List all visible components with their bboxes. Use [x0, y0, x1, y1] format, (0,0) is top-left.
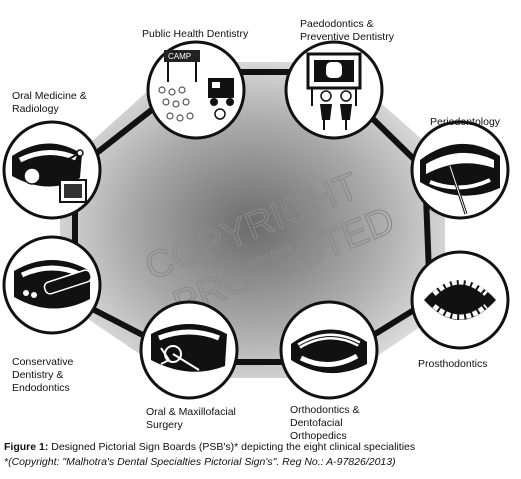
oral-surgery-icon — [139, 300, 239, 400]
octagon-background — [60, 62, 445, 378]
prosthodontics-icon — [410, 250, 510, 350]
label-oral-medicine: Oral Medicine & Radiology — [12, 90, 87, 115]
label-orthodontics: Orthodontics & Dentofacial Orthopedics — [290, 404, 360, 442]
orthodontics-icon — [279, 300, 379, 400]
oral-medicine-icon — [2, 120, 102, 220]
speciality-diagram: COPYRIGHT PROTECTED CAMP — [2, 40, 510, 400]
caption-prefix: Figure 1: — [4, 441, 49, 453]
label-prosthodontics: Prosthodontics — [418, 358, 488, 370]
label-periodontology: Periodontology — [430, 116, 501, 128]
label-public-health: Public Health Dentistry — [142, 28, 249, 40]
label-paedodontics: Paedodontics & Preventive Dentistry — [300, 18, 394, 43]
caption-line: Figure 1: Designed Pictorial Sign Boards… — [4, 440, 519, 455]
paedodontics-icon — [284, 40, 384, 140]
label-endodontics: Conservative Dentistry & Endodontics — [12, 356, 74, 394]
copyright-note: *(Copyright: "Malhotra's Dental Specialt… — [4, 456, 396, 468]
endodontics-icon — [2, 235, 102, 335]
caption-text: Designed Pictorial Sign Boards (PSB's)* … — [48, 441, 416, 453]
figure-caption: Figure 1: Designed Pictorial Sign Boards… — [4, 440, 519, 470]
public-health-icon: CAMP — [146, 40, 246, 140]
camp-sign-text: CAMP — [168, 52, 191, 61]
periodontology-icon — [410, 120, 510, 220]
label-oral-surgery: Oral & Maxillofacial Surgery — [146, 406, 236, 431]
